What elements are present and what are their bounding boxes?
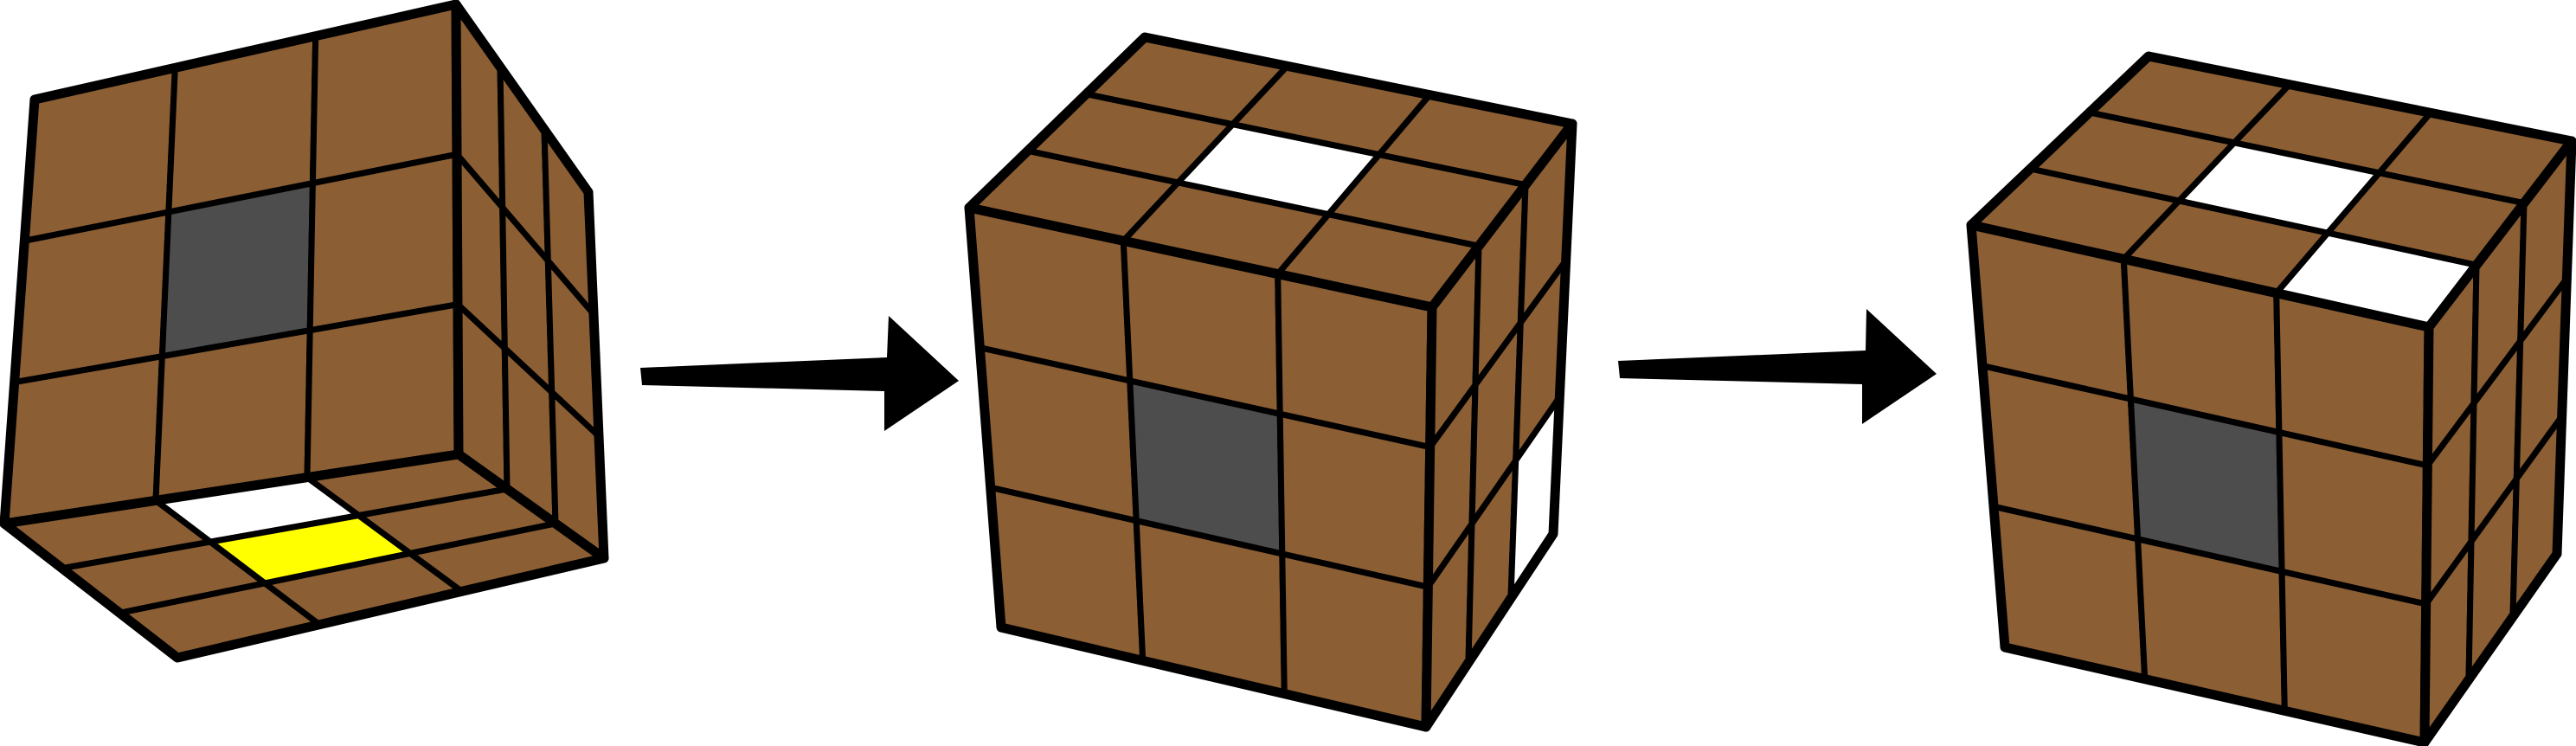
step-2-top-face xyxy=(964,32,1577,312)
arrow-1-shape xyxy=(640,316,959,431)
step-1-front-sticker-9-brown xyxy=(304,301,462,481)
arrow-1 xyxy=(640,316,959,431)
step-1-front-sticker-6-brown xyxy=(306,151,461,334)
step-1-front-sticker-8-brown xyxy=(152,327,313,504)
cube-step-1 xyxy=(0,0,609,663)
step-1-front-face xyxy=(0,0,464,529)
cube-step-3 xyxy=(1966,51,2576,746)
cube-step-2 xyxy=(964,32,1577,732)
step-3-right-face xyxy=(2419,136,2576,746)
step-1-bottom-face xyxy=(0,449,609,663)
step-3-right-face-outline xyxy=(2419,136,2576,746)
step-1-bottom-face-outline xyxy=(0,449,609,663)
step-2-right-face-outline xyxy=(1421,119,1577,732)
step-2-front-face xyxy=(964,203,1437,732)
step-1-front-sticker-5-gray xyxy=(158,180,316,360)
step-2-right-face xyxy=(1421,119,1577,732)
arrow-2-shape xyxy=(1618,309,1937,424)
arrow-2 xyxy=(1618,309,1937,424)
step-3-top-face xyxy=(1966,51,2576,332)
